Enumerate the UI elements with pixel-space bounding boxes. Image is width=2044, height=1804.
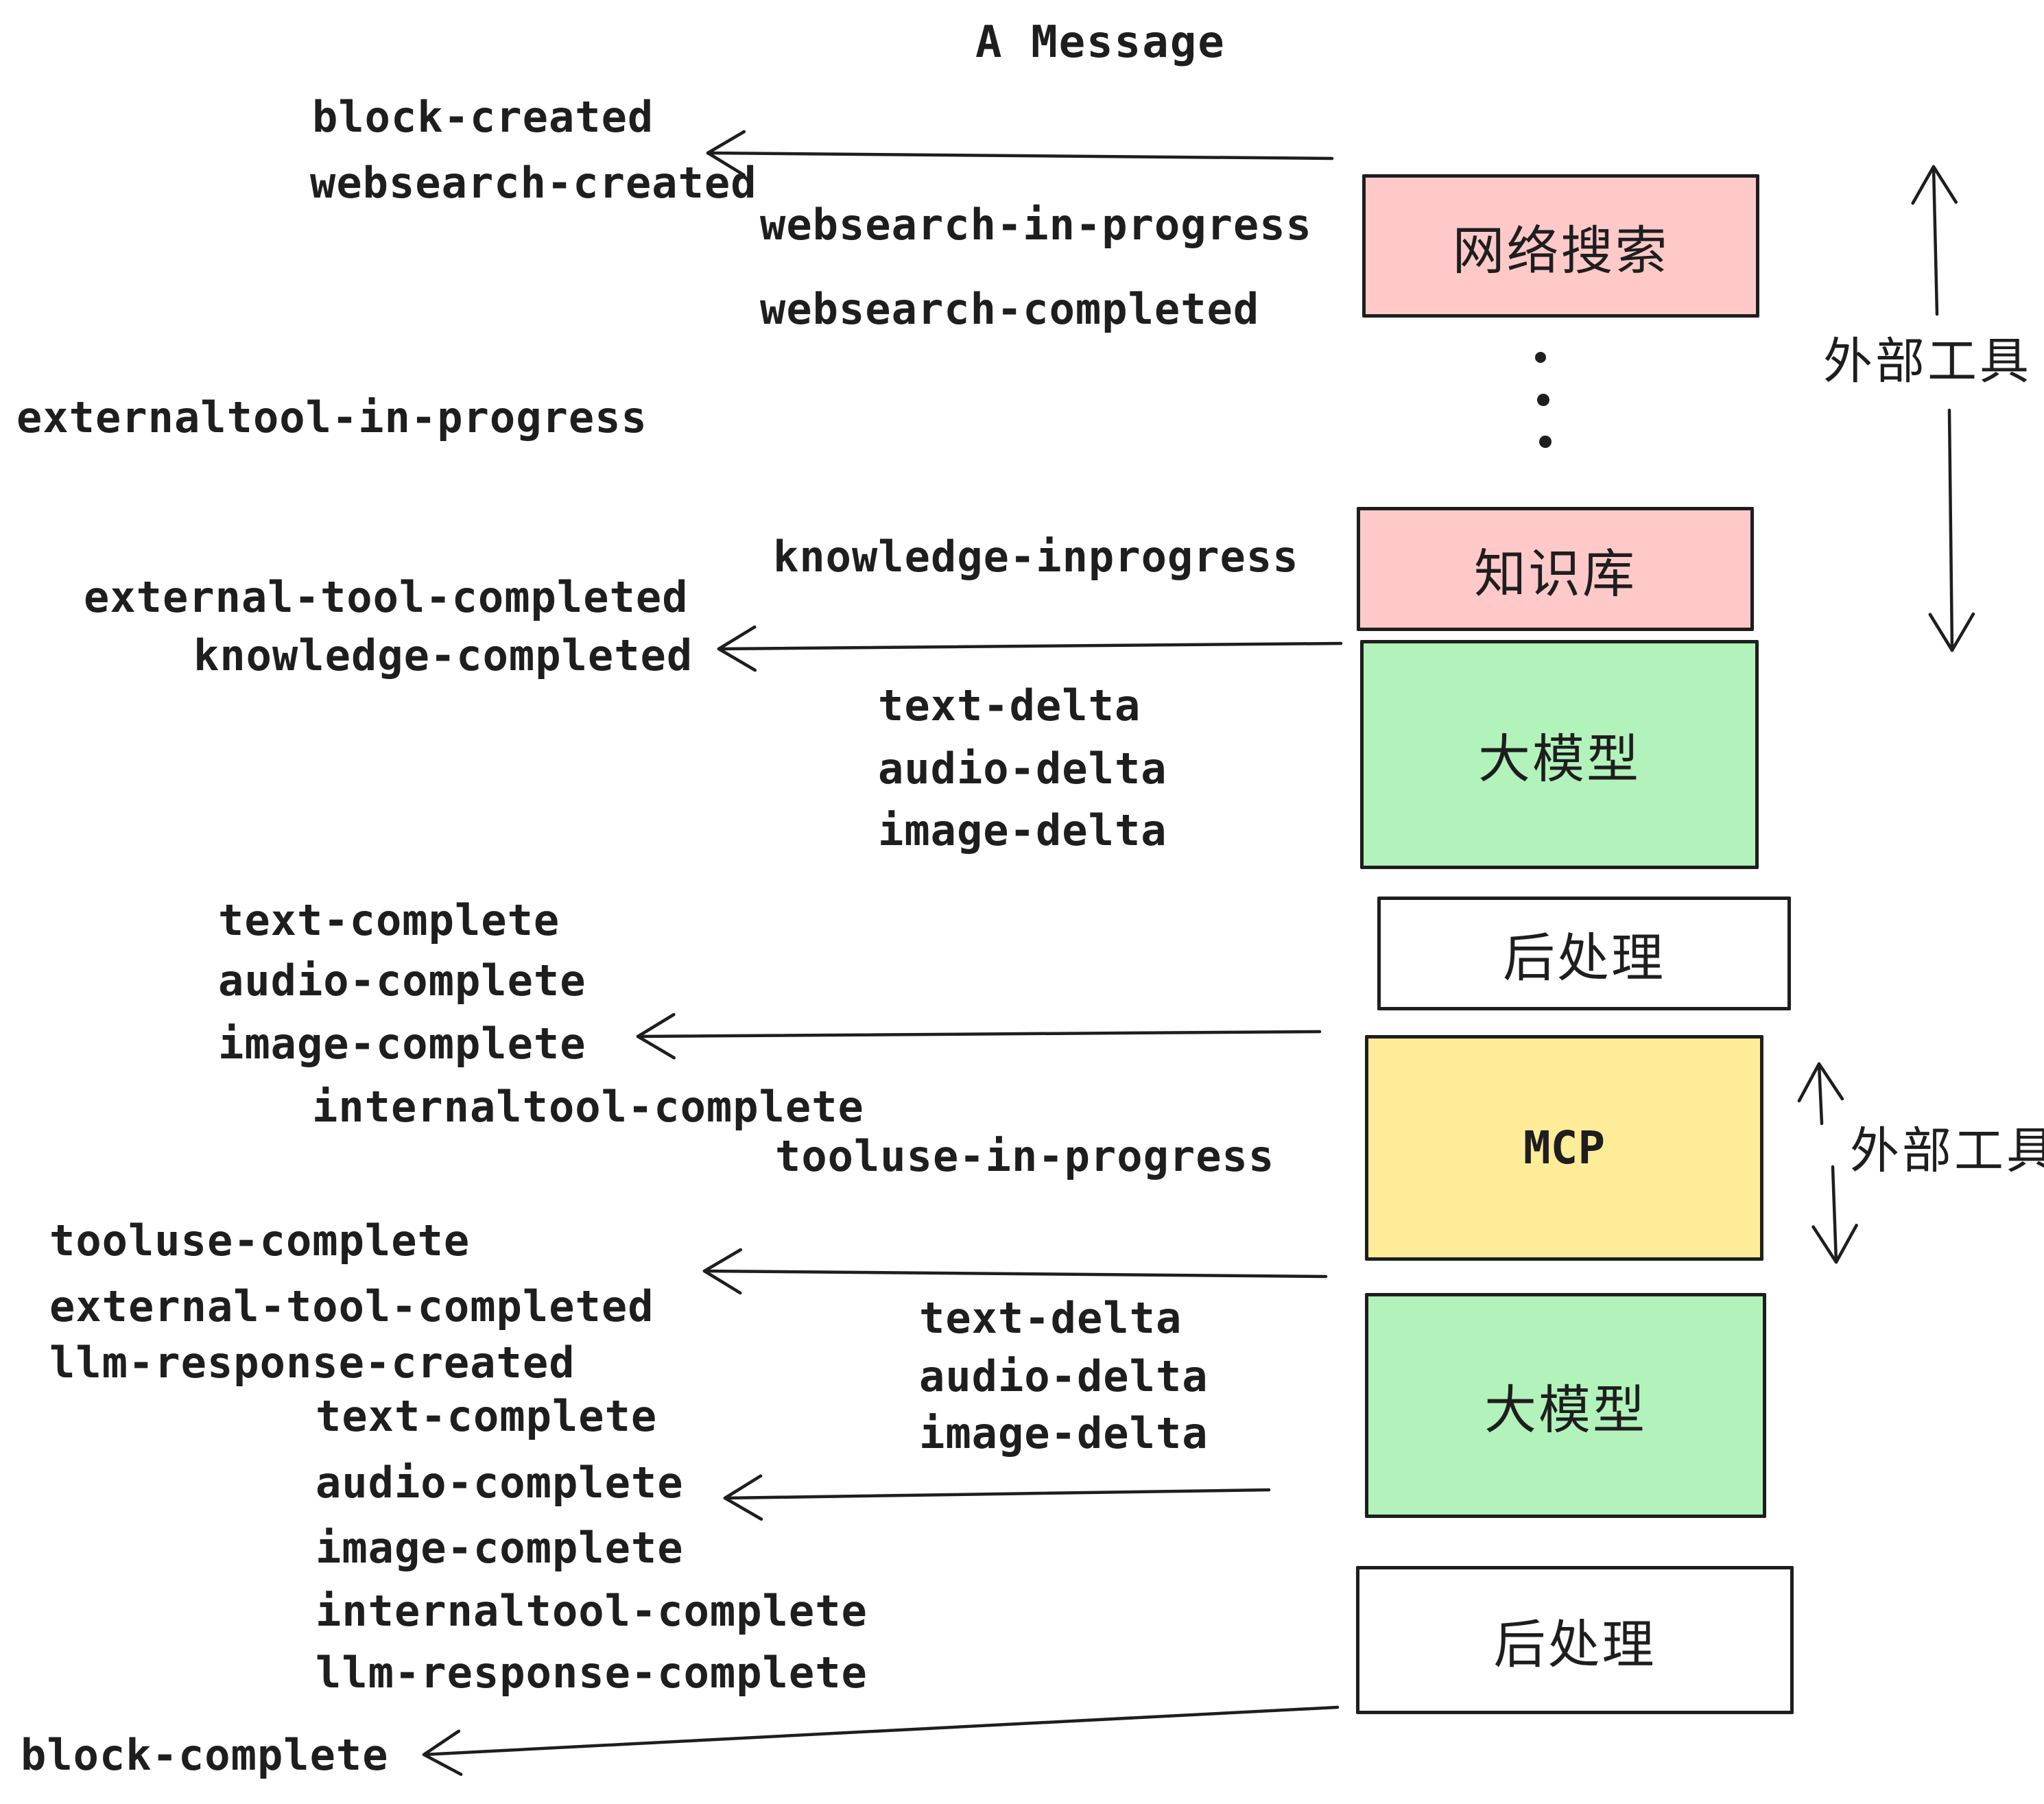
arrow-knowledge-completed [717,625,1343,672]
event-audio-delta-2: audio-delta [919,1351,1209,1402]
event-tooluse-in-progress: tooluse-in-progress [775,1131,1275,1182]
box-postprocess-2-label: 后处理 [1493,1614,1656,1675]
event-text-complete-2: text-complete [316,1391,658,1442]
ellipsis-dots [1535,352,1552,448]
event-externaltool-in-progress: externaltool-in-progress [16,392,647,443]
arrow-block-created [706,130,1334,177]
event-audio-complete-1: audio-complete [218,956,586,1006]
event-image-complete-1: image-complete [218,1019,586,1069]
event-llm-response-complete: llm-response-complete [316,1648,868,1698]
box-mcp-label: MCP [1523,1121,1606,1174]
box-websearch-label: 网络搜索 [1452,219,1669,281]
event-tooluse-complete: tooluse-complete [49,1215,471,1266]
arrow-image-complete [636,1012,1322,1060]
arrow-external-tools-up [1911,165,1958,316]
box-llm-2-label: 大模型 [1484,1379,1647,1440]
event-block-created: block-created [312,92,654,143]
event-text-delta-2: text-delta [919,1293,1183,1344]
event-llm-response-created: llm-response-created [49,1338,575,1388]
event-text-delta-1: text-delta [878,680,1141,731]
event-knowledge-completed: knowledge-completed [193,630,693,681]
box-llm-1-label: 大模型 [1478,728,1641,790]
event-audio-delta-1: audio-delta [878,744,1167,794]
box-mcp: MCP [1365,1035,1763,1261]
arrow-mcp-external-up [1797,1062,1844,1126]
event-image-delta-1: image-delta [878,805,1167,856]
side-label-external-tools-top: 外部工具 [1823,332,2032,390]
box-knowledge: 知识库 [1357,507,1754,631]
box-postprocess-2: 后处理 [1356,1566,1794,1714]
event-websearch-completed: websearch-completed [760,284,1260,335]
event-image-complete-2: image-complete [316,1523,684,1574]
event-knowledge-inprogress: knowledge-inprogress [773,532,1299,582]
box-llm-1: 大模型 [1360,640,1759,869]
event-internaltool-complete-1: internaltool-complete [312,1082,864,1132]
box-postprocess-1-label: 后处理 [1503,927,1665,988]
event-internaltool-complete-2: internaltool-complete [316,1586,868,1637]
event-websearch-in-progress: websearch-in-progress [760,200,1312,250]
event-text-complete-1: text-complete [218,895,560,946]
arrow-tooluse-complete [702,1248,1328,1295]
arrow-block-complete [422,1705,1340,1777]
box-llm-2: 大模型 [1365,1293,1766,1518]
arrow-audio-complete [723,1474,1271,1521]
event-image-delta-2: image-delta [919,1408,1209,1459]
box-postprocess-1: 后处理 [1377,897,1791,1010]
event-websearch-created: websearch-created [310,158,757,209]
box-websearch: 网络搜索 [1362,174,1759,318]
event-external-tool-completed-2: external-tool-completed [49,1281,654,1332]
event-block-complete: block-complete [21,1730,389,1781]
arrow-external-tools-down [1928,408,1975,652]
side-label-external-tools-mcp: 外部工具 [1850,1121,2044,1180]
page-title: A Message [975,17,1226,68]
event-external-tool-completed: external-tool-completed [84,572,689,623]
event-audio-complete-2: audio-complete [316,1458,684,1508]
box-knowledge-label: 知识库 [1474,543,1637,604]
arrow-mcp-external-down [1811,1165,1858,1264]
